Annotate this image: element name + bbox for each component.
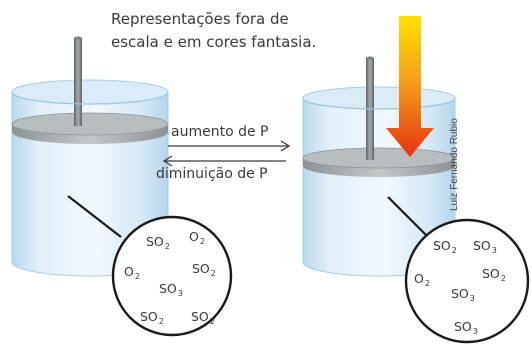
right-molecule-4-sub: 2 — [500, 274, 506, 283]
left-magnifier-circle — [111, 215, 233, 337]
right-molecule-3: O2 — [414, 271, 430, 288]
left-molecule-2: O2 — [189, 229, 205, 246]
right-molecule-6: SO3 — [454, 319, 478, 336]
left-molecule-6: SO2 — [140, 309, 164, 326]
left-molecule-6-sub: 2 — [158, 317, 164, 326]
left-molecule-2-symbol: O — [189, 229, 199, 244]
left-molecule-4-symbol: SO — [192, 261, 210, 276]
left-molecule-1-sub: 2 — [164, 242, 170, 251]
left-molecule-4: SO2 — [192, 261, 216, 278]
left-molecule-5-sub: 3 — [177, 289, 183, 298]
right-molecule-2-symbol: SO — [473, 238, 491, 253]
left-molecule-3-symbol: O — [124, 264, 134, 279]
caption-line-2: escala e em cores fantasia. — [111, 33, 317, 51]
left-molecule-4-sub: 2 — [210, 269, 216, 278]
right-molecule-3-sub: 2 — [424, 279, 430, 288]
right-magnifier-circle — [404, 218, 530, 344]
right-molecule-1-sub: 2 — [451, 246, 457, 255]
left-molecule-7-sub: 2 — [209, 317, 215, 326]
right-molecule-4-symbol: SO — [482, 266, 500, 281]
credit-text: Luiz Fernando Rubio — [449, 118, 460, 211]
left-molecule-3: O2 — [124, 264, 140, 281]
right-molecule-1: SO2 — [433, 238, 457, 255]
right-molecule-5: SO3 — [451, 286, 475, 303]
right-molecule-3-symbol: O — [414, 271, 424, 286]
caption-line-1: Representações fora de — [111, 10, 289, 28]
right-molecule-5-sub: 3 — [469, 294, 475, 303]
equilibrium-arrows — [162, 140, 291, 167]
left-molecule-6-symbol: SO — [140, 309, 158, 324]
pressure-arrow — [386, 16, 434, 157]
left-molecule-3-sub: 2 — [134, 272, 140, 281]
forward-label: aumento de P — [171, 124, 269, 140]
caption: Representações fora de escala e em cores… — [111, 8, 371, 54]
reverse-label: diminuição de P — [156, 166, 268, 182]
left-molecule-7-symbol: SO — [191, 309, 209, 324]
right-molecule-1-symbol: SO — [433, 238, 451, 253]
left-molecule-2-sub: 2 — [199, 237, 205, 246]
right-molecule-2-sub: 3 — [491, 246, 497, 255]
left-cylinder — [11, 36, 169, 277]
left-molecule-5: SO3 — [159, 281, 183, 298]
right-molecule-2: SO3 — [473, 238, 497, 255]
right-molecule-6-symbol: SO — [454, 319, 472, 334]
left-molecule-5-symbol: SO — [159, 281, 177, 296]
left-molecule-1-symbol: SO — [146, 234, 164, 249]
left-molecule-7: SO2 — [191, 309, 215, 326]
left-callout-line — [67, 195, 122, 238]
left-molecule-1: SO2 — [146, 234, 170, 251]
right-molecule-4: SO2 — [482, 266, 506, 283]
right-molecule-6-sub: 3 — [472, 327, 478, 336]
right-molecule-5-symbol: SO — [451, 286, 469, 301]
right-callout-line — [387, 196, 427, 236]
